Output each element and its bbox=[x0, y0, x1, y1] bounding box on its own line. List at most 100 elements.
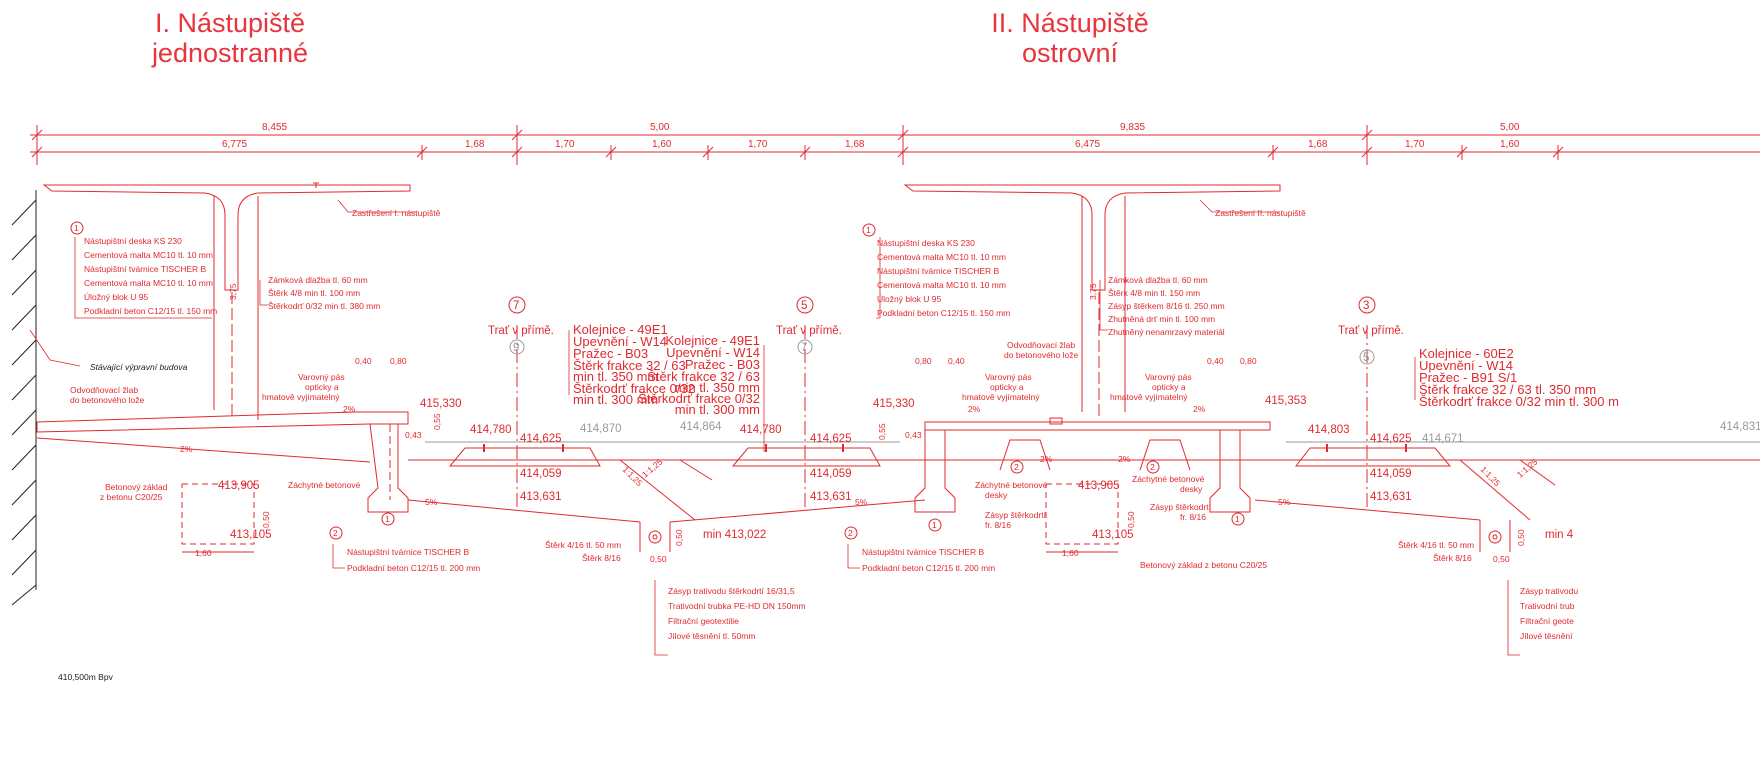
legend-drainage-cut: Zásyp trativodu Trativodní trub Filtračn… bbox=[1520, 586, 1578, 641]
legend-item: Nástupištní deska KS 230 bbox=[877, 238, 975, 248]
legend-item: Nástupištní deska KS 230 bbox=[84, 236, 182, 246]
legend-item: Úložný blok U 95 bbox=[84, 292, 149, 302]
legend-item: Štěrk 4/8 min tl. 150 mm bbox=[1108, 288, 1200, 298]
dim-text: 0,40 bbox=[948, 356, 965, 366]
dim-text: 0,50 bbox=[261, 511, 271, 528]
warning-callout: Varovný pás bbox=[985, 372, 1032, 382]
dim-text: 1,60 bbox=[195, 548, 212, 558]
dim-text: 0,50 bbox=[650, 554, 667, 564]
dim-text: 5,00 bbox=[1500, 122, 1520, 133]
track-axes bbox=[516, 325, 1368, 510]
dim-text: 0,40 bbox=[355, 356, 372, 366]
slope-texts: 2% 2% 5% 5% 2% 2% 2% 2% 5% 1:1,25 1:1,25… bbox=[180, 404, 1540, 507]
gravel-callout: Štěrk 4/16 tl. 50 mm bbox=[1398, 540, 1474, 550]
level-value: 414,625 bbox=[520, 433, 562, 445]
legend-item: Nástupištní tvárnice TISCHER B bbox=[877, 266, 1000, 276]
legend-item: Cementová malta MC10 tl. 10 mm bbox=[84, 278, 213, 288]
legend-item: Zásyp trativodu štěrkodrtí 16/31,5 bbox=[668, 586, 795, 596]
track-spec: Štěrk frakce 32 / 63 bbox=[573, 358, 686, 373]
track-spec: Upevnění - W14 bbox=[666, 345, 760, 360]
legend-item: Zámková dlažba tl. 60 mm bbox=[268, 275, 368, 285]
warning-callout: hmatově vyjímatelný bbox=[262, 392, 340, 402]
level-value: 414,059 bbox=[810, 468, 852, 480]
callouts: Zastřešení I. nástupiště Zastřešení II. … bbox=[58, 208, 1474, 682]
legend-item: Úložný blok U 95 bbox=[877, 294, 942, 304]
drain-callout: Odvodňovací žlab bbox=[1007, 340, 1075, 350]
rails bbox=[483, 444, 1407, 452]
legend-paving2: Zámková dlažba tl. 60 mm Štěrk 4/8 min t… bbox=[1108, 275, 1225, 337]
slope-label: 5% bbox=[855, 497, 868, 507]
platform2-title-line1: II. Nástupiště bbox=[991, 8, 1149, 38]
platform2-title: II. Nástupiště ostrovní bbox=[985, 8, 1155, 68]
gray-level-value: 414,831 bbox=[1720, 421, 1760, 433]
level-value: 413,105 bbox=[230, 529, 272, 541]
dim-text: 0,55 bbox=[877, 423, 887, 440]
roof1-callout: Zastřešení I. nástupiště bbox=[352, 208, 441, 218]
gray-level-value: 414,671 bbox=[1422, 433, 1464, 445]
track-spec: Štěrk frakce 32 / 63 bbox=[647, 369, 760, 384]
track-spec: Kolejnice - 60E2 bbox=[1419, 346, 1514, 361]
dim-text: 6,475 bbox=[1075, 139, 1100, 150]
warning-callout: Varovný pás bbox=[298, 372, 345, 382]
track-name: Trať v přímě. bbox=[488, 325, 554, 337]
legend-platform2: Nástupištní deska KS 230 Cementová malta… bbox=[877, 238, 1010, 318]
dim-text: 1,68 bbox=[845, 139, 865, 150]
warning-callout: opticky a bbox=[305, 382, 339, 392]
level-value: 414,803 bbox=[1308, 424, 1350, 436]
track-spec: min tl. 350 mm bbox=[573, 369, 658, 384]
base-callout: z betonu C20/25 bbox=[100, 492, 163, 502]
legend-item: Podkladní beton C12/15 tl. 200 mm bbox=[347, 563, 480, 573]
track-number: 7 bbox=[513, 300, 519, 312]
track-spec: Štěrkodrť frakce 0/32 bbox=[573, 381, 695, 396]
track-number: 3 bbox=[1363, 300, 1369, 312]
warning-callout: hmatově vyjímatelný bbox=[962, 392, 1040, 402]
dimension-texts: 8,455 5,00 9,835 5,00 6,775 1,68 1,70 1,… bbox=[195, 122, 1526, 564]
bpv-datum: 410,500m Bpv bbox=[58, 672, 114, 682]
platform1-title: I. Nástupiště jednostranné bbox=[150, 8, 310, 68]
dim-text: 1,68 bbox=[465, 139, 485, 150]
level-value: min 4 bbox=[1545, 529, 1574, 541]
platform1-title-line2: jednostranné bbox=[151, 38, 309, 68]
fill-callout: Zásyp štěrkodrtí bbox=[985, 510, 1047, 520]
roof-1 bbox=[42, 182, 411, 420]
catch-callout: Záchytné betonové bbox=[975, 480, 1048, 490]
level-value: 414,059 bbox=[1370, 468, 1412, 480]
dim-text: 0,50 bbox=[1126, 511, 1136, 528]
slope-label: 1:1,25 bbox=[621, 464, 645, 488]
legend-item: Zásyp štěrkem 8/16 tl. 250 mm bbox=[1108, 301, 1225, 311]
level-value: min 413,022 bbox=[703, 529, 766, 541]
existing-building-callout: Stávající výpravní budova bbox=[90, 362, 188, 372]
old-track-number: 7 bbox=[801, 342, 807, 354]
track-spec: min tl. 350 mm bbox=[675, 380, 760, 395]
gravel-callout: Štěrk 4/16 tl. 50 mm bbox=[545, 540, 621, 550]
slope-label: 2% bbox=[1193, 404, 1206, 414]
legend-drainage: Zásyp trativodu štěrkodrtí 16/31,5 Trati… bbox=[668, 586, 806, 641]
dim-text: 0,50 bbox=[674, 529, 684, 546]
dim-text: 6,775 bbox=[222, 139, 247, 150]
slope-label: 2% bbox=[343, 404, 356, 414]
dim-text: 1,60 bbox=[1062, 548, 1079, 558]
warning-callout: Varovný pás bbox=[1145, 372, 1192, 382]
base-callout: Betonový základ z betonu C20/25 bbox=[1140, 560, 1267, 570]
track-spec-5: Kolejnice - 49E1 Upevnění - W14 Pražec -… bbox=[638, 333, 760, 417]
legend-item: Jílové těsnění tl. 50mm bbox=[668, 631, 755, 641]
legend-item: Zámková dlažba tl. 60 mm bbox=[1108, 275, 1208, 285]
level-value: 413,631 bbox=[520, 491, 562, 503]
dim-text: 0,80 bbox=[390, 356, 407, 366]
marker-number: 2 bbox=[333, 528, 338, 538]
old-track-number: 5 bbox=[1363, 352, 1369, 364]
platform2-title-line2: ostrovní bbox=[1021, 38, 1119, 68]
legend-item: Nástupištní tvárnice TISCHER B bbox=[347, 547, 470, 557]
dim-text: 0,43 bbox=[905, 430, 922, 440]
track-spec: Kolejnice - 49E1 bbox=[573, 322, 668, 337]
legend-platform1: Nástupištní deska KS 230 Cementová malta… bbox=[84, 236, 217, 316]
dim-text: 5,00 bbox=[650, 122, 670, 133]
slope-label: 5% bbox=[425, 497, 438, 507]
platform-2-body bbox=[914, 417, 1511, 553]
warning-callout: opticky a bbox=[990, 382, 1024, 392]
old-track-number: 9 bbox=[513, 342, 519, 354]
catch-callout: Záchytné betonové bbox=[288, 480, 361, 490]
marker-number: 1 bbox=[74, 223, 79, 233]
track-spec: min tl. 300 mm bbox=[573, 392, 658, 407]
existing-building-wall bbox=[11, 190, 37, 606]
